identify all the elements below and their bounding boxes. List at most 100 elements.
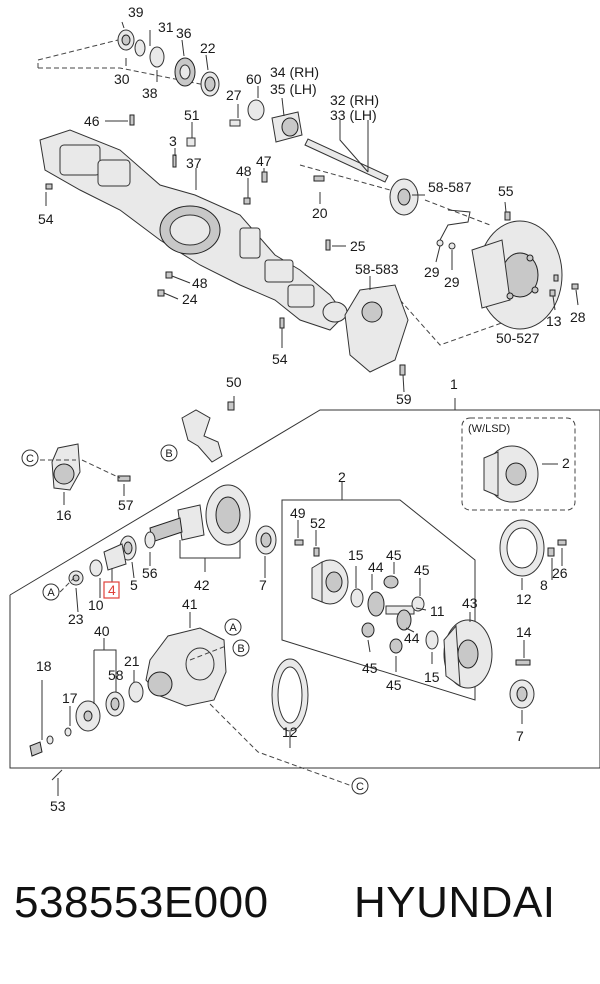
- callout-28: 28: [570, 309, 586, 325]
- callout-7b: 7: [516, 728, 524, 744]
- guide-line: [209, 703, 353, 787]
- companion-flange: [229, 99, 303, 143]
- callout-54b: 54: [272, 351, 288, 367]
- callout-42: 42: [194, 577, 210, 593]
- axle-housing: [39, 129, 348, 331]
- callout-12b: 12: [516, 591, 532, 607]
- guide-line: [38, 67, 221, 89]
- callout-49: 49: [290, 505, 306, 521]
- ref-circle-b-bottom: B: [232, 639, 250, 657]
- leader-lines-upper: [45, 21, 579, 393]
- bearing-set-top: [117, 29, 220, 97]
- callout-30: 30: [114, 71, 130, 87]
- callout-18: 18: [36, 658, 52, 674]
- differential-internals: [294, 539, 439, 654]
- callout-36: 36: [176, 25, 192, 41]
- guide-line: [424, 199, 491, 226]
- leader-42: [179, 540, 241, 572]
- bearing-cup-right: [509, 679, 535, 709]
- brake-disc: [471, 220, 563, 330]
- callout-31: 31: [158, 19, 174, 35]
- callout-26: 26: [552, 565, 568, 581]
- callout-38: 38: [142, 85, 158, 101]
- callout-51: 51: [184, 107, 200, 123]
- callout-45: 45: [386, 547, 402, 563]
- leader-lines-internals: [297, 520, 563, 672]
- leader-lines-flange: [41, 638, 135, 796]
- callout-52: 52: [310, 515, 326, 531]
- callout-15: 15: [348, 547, 364, 563]
- bearing-cup-left: [255, 525, 277, 555]
- callout-25: 25: [350, 238, 366, 254]
- callout-59: 59: [396, 391, 412, 407]
- callout-44b: 44: [404, 630, 420, 646]
- callout-50: 50: [226, 374, 242, 390]
- callout-8: 8: [540, 577, 548, 593]
- callout-39: 39: [128, 4, 144, 20]
- callout-32: 32 (RH): [330, 92, 379, 108]
- callout-47: 47: [256, 153, 272, 169]
- brake-hose: [439, 209, 471, 241]
- svg-text:B: B: [237, 643, 244, 655]
- callout-20: 20: [312, 205, 328, 221]
- callout-48b: 48: [192, 275, 208, 291]
- callout-5: 5: [130, 577, 138, 593]
- callout-23: 23: [68, 611, 84, 627]
- callout-45d: 45: [386, 677, 402, 693]
- ref-circle-a-right: A: [224, 618, 242, 636]
- callout-58-583: 58-583: [355, 261, 399, 277]
- callout-27: 27: [226, 87, 242, 103]
- differential-frame: [9, 409, 600, 769]
- lsd-differential-case: [483, 445, 539, 503]
- callout-45c: 45: [362, 660, 378, 676]
- svg-text:A: A: [229, 622, 237, 634]
- callout-16: 16: [56, 507, 72, 523]
- brand-name: HYUNDAI: [354, 878, 556, 927]
- callout-45b: 45: [414, 562, 430, 578]
- callout-13: 13: [546, 313, 562, 329]
- differential-carrier: [145, 627, 227, 707]
- svg-text:A: A: [47, 587, 55, 599]
- callout-40: 40: [94, 623, 110, 639]
- ref-circle-a-left: A: [42, 583, 60, 601]
- callout-44: 44: [368, 559, 384, 575]
- callout-35: 35 (LH): [270, 81, 317, 97]
- backing-plate: [344, 284, 409, 373]
- callout-1: 1: [450, 376, 458, 392]
- callout-7: 7: [259, 577, 267, 593]
- callout-29: 29: [424, 264, 440, 280]
- lsd-variant-label: (W/LSD): [468, 423, 510, 435]
- callout-14: 14: [516, 624, 532, 640]
- callout-54: 54: [38, 211, 54, 227]
- callout-56: 56: [142, 565, 158, 581]
- callout-37: 37: [186, 155, 202, 171]
- callout-58-587: 58-587: [428, 179, 472, 195]
- callout-58: 58: [108, 667, 124, 683]
- callout-11: 11: [430, 603, 445, 619]
- guide-line: [59, 577, 75, 593]
- callout-15b: 15: [424, 669, 440, 685]
- part-caption: 538553E000 HYUNDAI: [0, 878, 600, 948]
- guide-line: [399, 299, 511, 346]
- callout-24: 24: [182, 291, 198, 307]
- carrier-gasket-lower: [271, 658, 309, 732]
- pinion-spacers: [68, 531, 156, 586]
- bearing-cap-bracket: [181, 396, 235, 463]
- callout-60: 60: [246, 71, 262, 87]
- callout-53: 53: [50, 798, 66, 814]
- hose-fitting: [448, 242, 456, 250]
- cover-gasket-right: [499, 519, 567, 577]
- callout-22: 22: [200, 40, 216, 56]
- callout-41: 41: [182, 596, 198, 612]
- ref-circle-b-top: B: [160, 444, 178, 462]
- svg-text:C: C: [356, 781, 364, 793]
- callout-17: 17: [62, 690, 78, 706]
- callout-21: 21: [124, 653, 140, 669]
- ring-gear-bolt: [515, 659, 531, 666]
- guide-line: [189, 645, 227, 661]
- hose-fitting: [436, 239, 444, 247]
- ring-gear: [149, 484, 251, 546]
- guide-line: [37, 39, 119, 68]
- callout-34: 34 (RH): [270, 64, 319, 80]
- callout-29b: 29: [444, 274, 460, 290]
